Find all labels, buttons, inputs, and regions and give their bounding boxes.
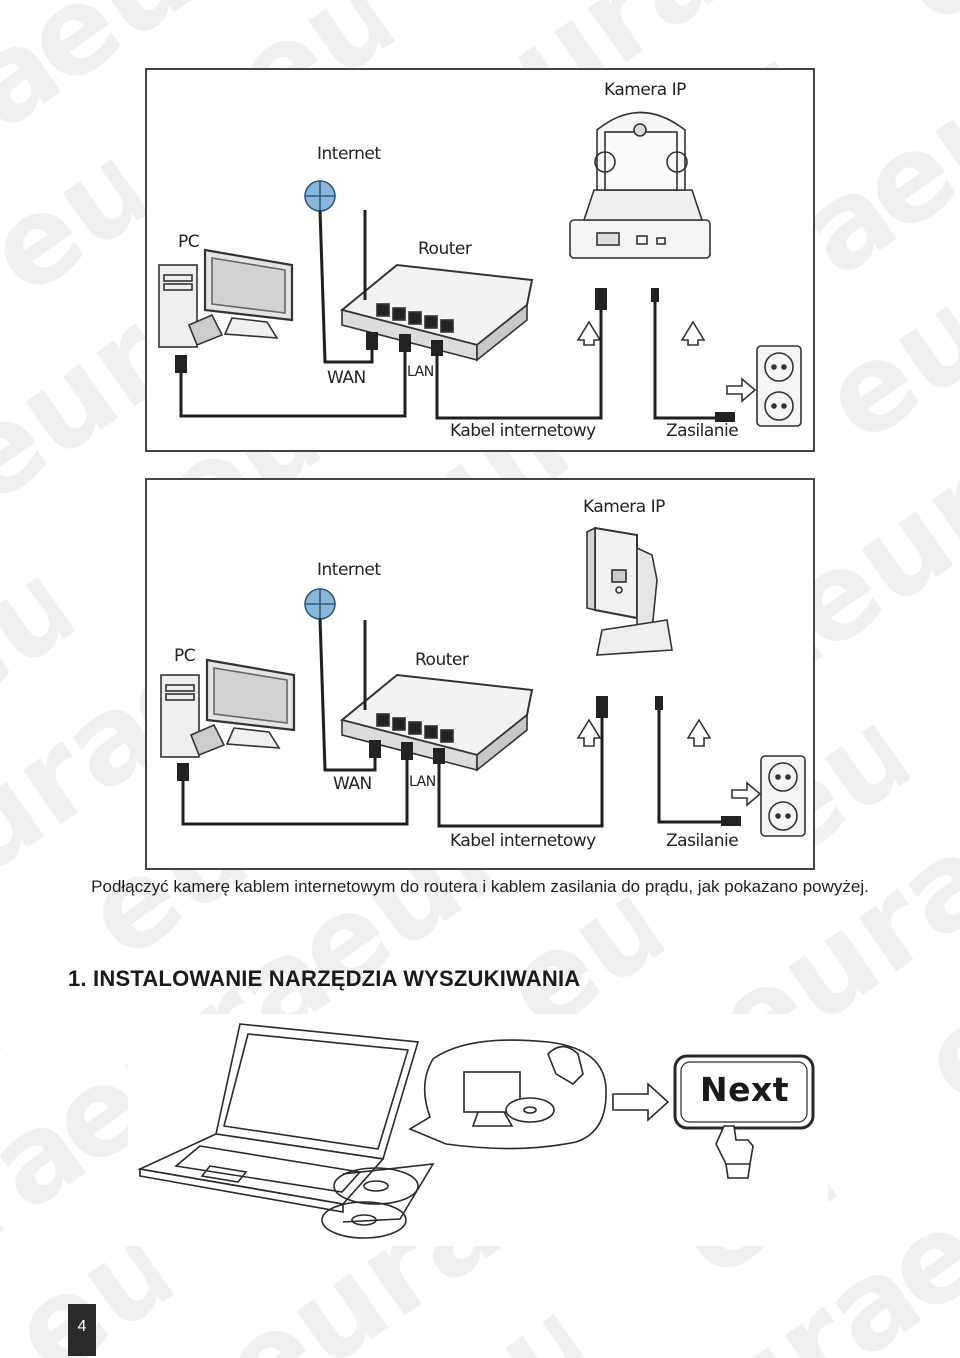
- power-outlet-icon: [760, 755, 806, 837]
- router-label: Router: [418, 239, 472, 259]
- camera-label: Kamera IP: [604, 80, 686, 100]
- pc-icon: [158, 248, 294, 348]
- ip-camera-desktop-icon: [586, 526, 673, 656]
- router-label: Router: [415, 650, 469, 670]
- page-number: 4: [68, 1304, 96, 1356]
- pointing-hand-icon: [715, 1125, 754, 1179]
- diagram-caption: Podłączyć kamerę kablem internetowym do …: [91, 877, 869, 896]
- install-drawing: [137, 1023, 815, 1239]
- wan-label: WAN: [333, 774, 372, 794]
- router-icon: [339, 210, 534, 362]
- speech-bubble-icon: [408, 1039, 607, 1150]
- wan-label: WAN: [327, 368, 366, 388]
- pc-label: PC: [178, 232, 200, 252]
- power-label: Zasilanie: [666, 831, 739, 851]
- next-button-text: Next: [700, 1070, 790, 1109]
- connection-diagram-ptz-camera: Kamera IP Internet PC Router WAN LAN Kab…: [145, 68, 815, 452]
- diagram-drawing: [158, 111, 802, 427]
- camera-label: Kamera IP: [583, 497, 665, 517]
- laptop-icon: [137, 1023, 420, 1213]
- ip-camera-ptz-icon: [569, 111, 711, 259]
- cable-label: Kabel internetowy: [450, 831, 596, 851]
- cd-disc-icon: [321, 1163, 435, 1239]
- internet-globe-icon: [304, 588, 336, 620]
- internet-label: Internet: [317, 144, 381, 164]
- connection-diagram-desktop-camera: Kamera IP Internet PC Router WAN LAN Kab…: [145, 478, 815, 870]
- internet-label: Internet: [317, 560, 381, 580]
- lan-label: LAN: [409, 774, 436, 790]
- internet-globe-icon: [304, 180, 336, 212]
- install-tool-illustration: Next: [128, 1014, 828, 1246]
- power-outlet-icon: [756, 345, 802, 427]
- pc-label: PC: [174, 646, 196, 666]
- cable-label: Kabel internetowy: [450, 421, 596, 441]
- diagram-drawing: [160, 526, 806, 837]
- section-heading: 1. INSTALOWANIE NARZĘDZIA WYSZUKIWANIA: [68, 966, 581, 991]
- lan-label: LAN: [407, 364, 434, 380]
- power-label: Zasilanie: [666, 421, 739, 441]
- pc-icon: [160, 658, 296, 758]
- next-button-icon: [673, 1054, 815, 1130]
